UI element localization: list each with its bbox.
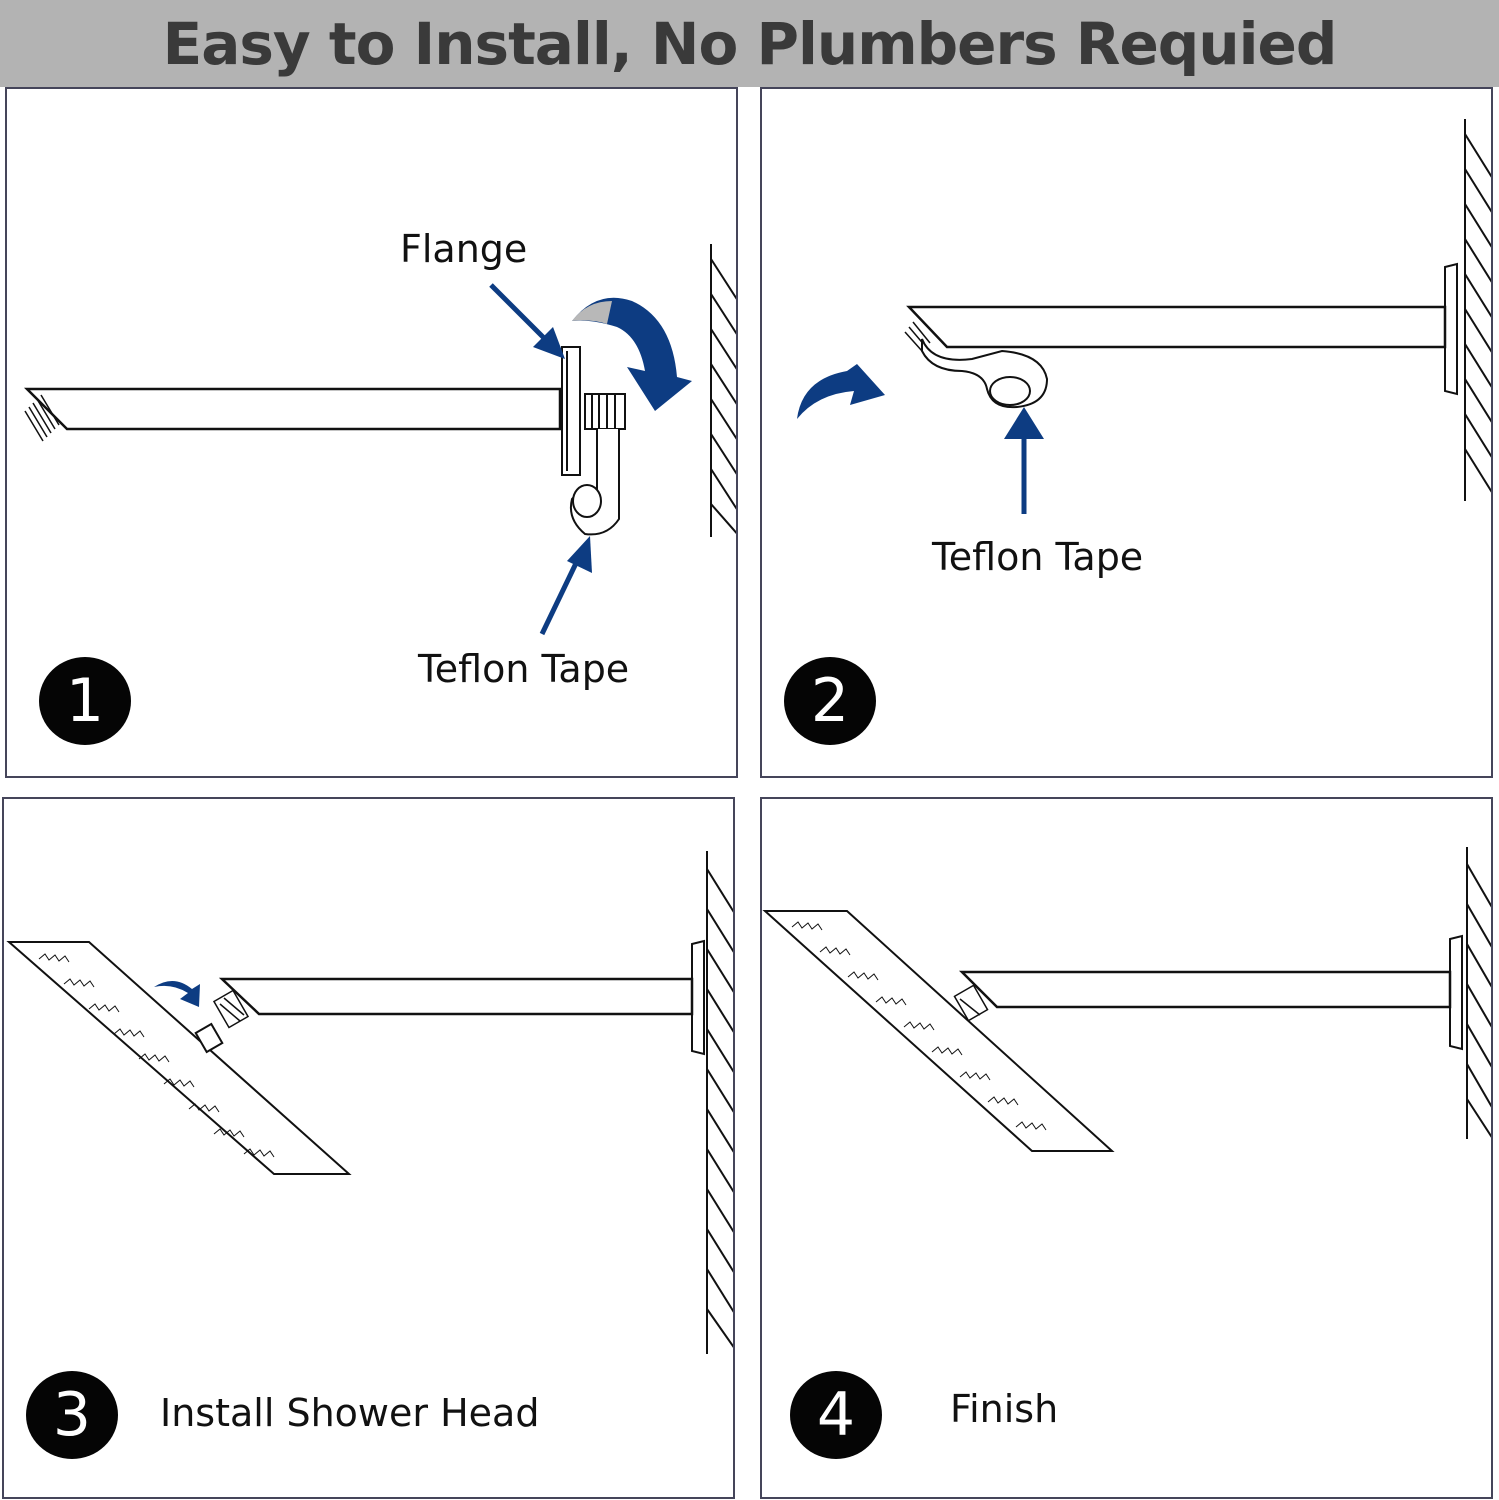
shower-arm (906, 305, 1447, 349)
step-number-badge: 2 (784, 657, 876, 745)
shower-arm (958, 970, 1452, 1009)
pointer-arrow-icon (539, 536, 592, 636)
step-2-illustration (797, 119, 1491, 514)
shower-arm (218, 977, 694, 1016)
teflon-tape-label: Teflon Tape (418, 647, 630, 691)
curved-arrow-icon (797, 364, 885, 419)
shower-head-icon (762, 910, 1115, 1152)
pointer-arrow-icon (1004, 407, 1044, 514)
shower-head-icon (6, 941, 352, 1175)
threaded-end (212, 989, 250, 1029)
step-number-badge: 4 (790, 1371, 882, 1459)
step-3-panel: 3 Install Shower Head (2, 797, 735, 1499)
flange-plate (1444, 262, 1458, 396)
step-number-badge: 3 (26, 1371, 118, 1459)
step-4-panel: 4 Finish (760, 797, 1493, 1499)
threaded-end (953, 984, 989, 1022)
teflon-tape-wrap (921, 338, 1049, 409)
curved-arrow-icon (572, 297, 692, 411)
shower-arm (23, 387, 562, 431)
step-3-illustration (6, 851, 733, 1354)
teflon-tape-roll (569, 393, 626, 536)
teflon-tape-label: Teflon Tape (932, 535, 1144, 579)
threaded-end (24, 394, 60, 442)
wall-icon (710, 244, 736, 537)
gray-tape-hint (572, 301, 612, 324)
step-1-panel: Flange Teflon Tape 1 (5, 87, 738, 778)
curved-arrow-icon (154, 980, 200, 1007)
wall-icon (1466, 847, 1491, 1139)
flange-plate (691, 939, 705, 1056)
step-1-illustration (23, 244, 736, 636)
step-caption: Install Shower Head (160, 1391, 540, 1435)
step-caption: Finish (950, 1387, 1059, 1431)
step-4-illustration (762, 847, 1491, 1152)
flange-plate (1449, 934, 1463, 1051)
step-number-badge: 1 (39, 657, 131, 745)
wall-icon (1464, 119, 1491, 501)
flange-label: Flange (400, 227, 528, 271)
step-2-panel: Teflon Tape 2 (760, 87, 1493, 778)
flange-plate (561, 346, 581, 476)
banner: Easy to Install, No Plumbers Requied (0, 0, 1499, 87)
pointer-arrow-icon (489, 283, 565, 359)
wall-icon (706, 851, 733, 1354)
page-title: Easy to Install, No Plumbers Requied (162, 9, 1338, 78)
